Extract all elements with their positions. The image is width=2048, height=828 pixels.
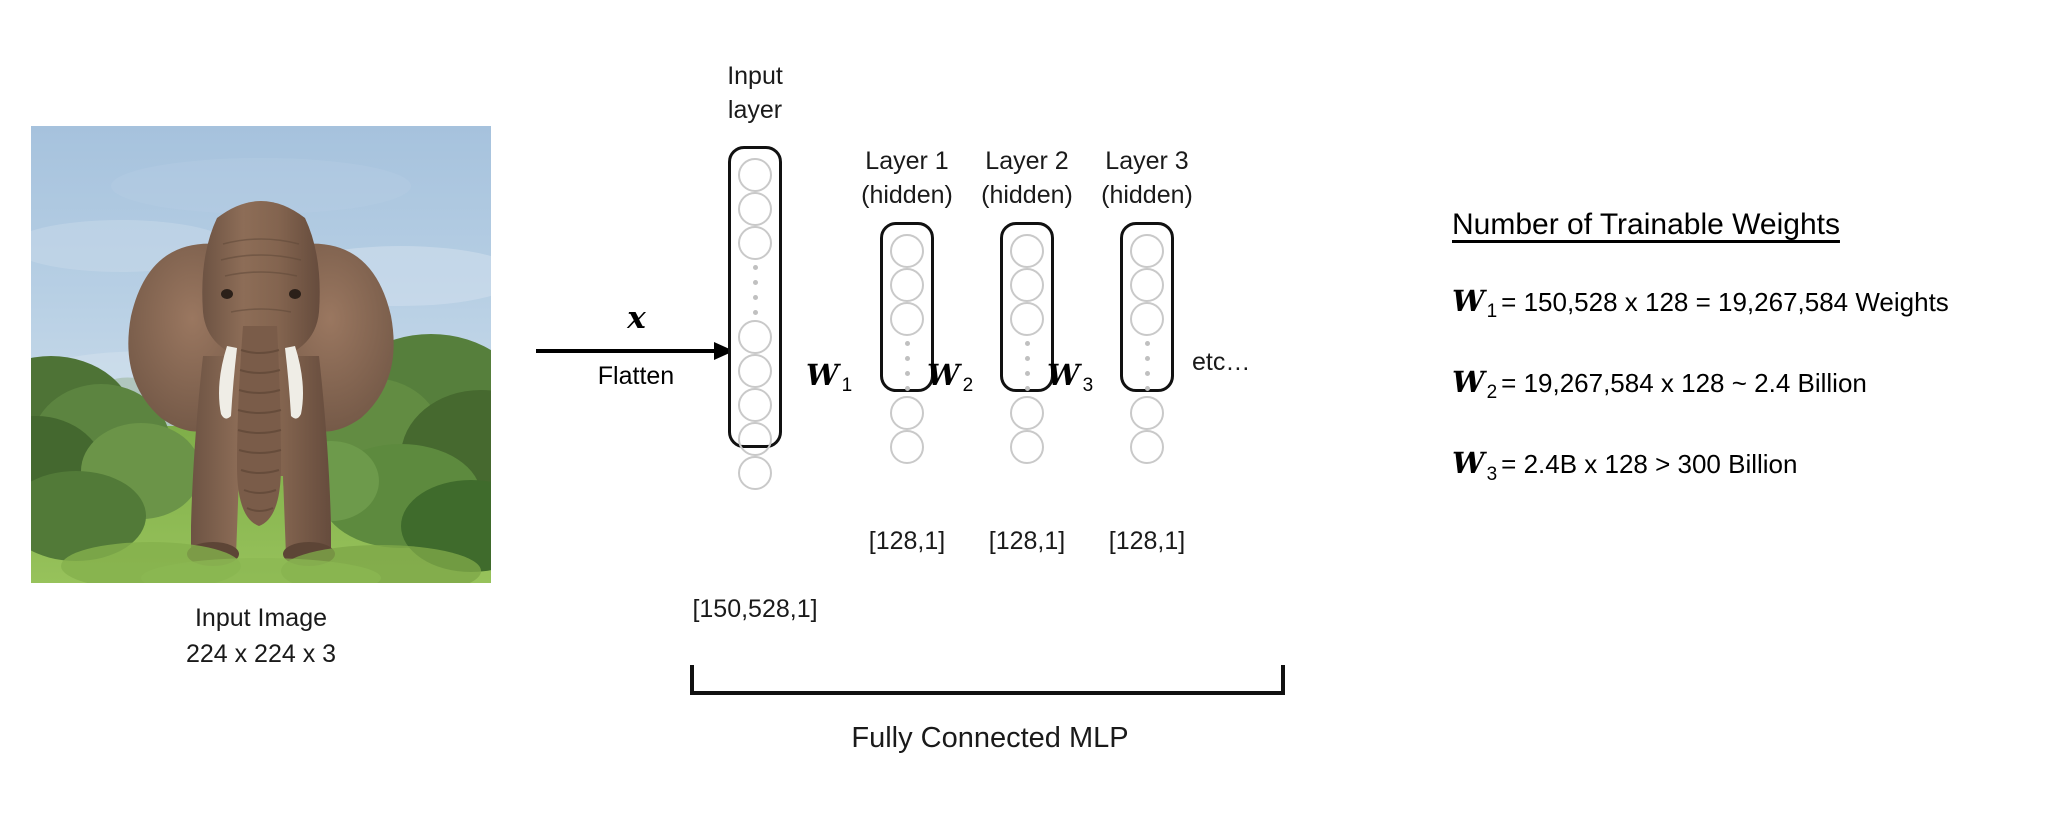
layer-title-hidden2: Layer 2 (hidden) (967, 145, 1087, 213)
neuron-node (890, 268, 924, 302)
weights-line-3-symbol: W (1452, 446, 1485, 481)
flatten-arrow-group: x Flatten (536, 300, 736, 410)
neuron-node (890, 396, 924, 430)
weights-line-1-subscript: 1 (1486, 301, 1498, 323)
neuron-node (738, 320, 772, 354)
layer-title-input-line1: Input (727, 62, 783, 90)
vertical-ellipsis-icon (1144, 336, 1150, 396)
etc-label: etc… (1192, 348, 1251, 376)
vertical-ellipsis-icon (752, 260, 758, 320)
neuron-node (738, 354, 772, 388)
dimension-label-input: [150,528,1] (692, 595, 818, 623)
weights-line-3-subscript: 3 (1486, 463, 1498, 485)
weight-symbol-w1: W (806, 358, 839, 392)
weights-panel-title: Number of Trainable Weights (1452, 208, 1840, 241)
layer-title-hidden3-line2: (hidden) (1101, 180, 1193, 209)
dimension-label-hidden3: [128,1] (1108, 527, 1186, 555)
weight-symbol-w2: W (927, 358, 960, 392)
vertical-ellipsis-icon (1024, 336, 1030, 396)
weights-line-1-symbol: W (1452, 284, 1485, 318)
neuron-node (738, 192, 772, 226)
neuron-node (890, 302, 924, 336)
weight-subscript-w3: 3 (1082, 375, 1094, 397)
mlp-caption: Fully Connected MLP (851, 722, 1129, 754)
layer-column-hidden1 (880, 222, 934, 464)
weight-subscript-w2: 2 (962, 375, 974, 397)
neuron-node (1130, 396, 1164, 430)
weights-line-2-subscript: 2 (1486, 382, 1498, 404)
neuron-node (1010, 396, 1044, 430)
input-image-caption-line1: Input Image (194, 604, 328, 632)
layer-column-hidden2 (1000, 222, 1054, 464)
weights-line-2-symbol: W (1452, 365, 1485, 400)
neuron-node (1010, 268, 1044, 302)
weight-symbol-w3: W (1047, 358, 1080, 392)
vertical-ellipsis-icon (904, 336, 910, 396)
layer-title-hidden1-line1: Layer 1 (865, 147, 949, 175)
elephant-photo-illustration (31, 126, 491, 583)
layer-title-hidden2-line2: (hidden) (981, 180, 1073, 209)
mlp-bracket (690, 665, 1285, 695)
layer-title-hidden1-line2: (hidden) (861, 180, 953, 209)
weights-line-1-expression: = 150,528 x 128 = 19,267,584 Weights (1501, 287, 1949, 317)
neuron-node (1130, 234, 1164, 268)
neuron-node (738, 456, 772, 490)
neuron-node (738, 422, 772, 456)
neuron-node (890, 234, 924, 268)
dimension-label-hidden2: [128,1] (988, 527, 1066, 555)
layer-title-hidden3-line1: Layer 3 (1105, 147, 1189, 175)
dimension-label-hidden1: [128,1] (868, 527, 946, 555)
weights-line-2-expression: = 19,267,584 x 128 ~ 2.4 Billion (1501, 368, 1867, 399)
neuron-node (890, 430, 924, 464)
layer-title-hidden3: Layer 3 (hidden) (1087, 145, 1207, 213)
layer-title-input: Input layer (700, 60, 810, 128)
neuron-node (738, 226, 772, 260)
neuron-node (738, 388, 772, 422)
layer-title-hidden1: Layer 1 (hidden) (847, 145, 967, 213)
input-image-photo (31, 126, 491, 583)
input-image-caption-line2: 224 x 224 x 3 (185, 640, 337, 669)
flatten-label: Flatten (597, 362, 675, 390)
neuron-node (1130, 430, 1164, 464)
layer-column-hidden3 (1120, 222, 1174, 464)
layer-column-input (728, 146, 782, 490)
arrow-line (536, 349, 718, 353)
flatten-x-symbol: x (627, 300, 645, 336)
neuron-node (1010, 430, 1044, 464)
neuron-node (1010, 234, 1044, 268)
layer-title-input-line2: layer (727, 95, 783, 124)
weights-line-3-expression: = 2.4B x 128 > 300 Billion (1501, 449, 1798, 480)
neuron-node (1130, 268, 1164, 302)
layer-title-hidden2-line1: Layer 2 (985, 147, 1069, 175)
weight-subscript-w1: 1 (841, 375, 853, 397)
input-image-caption: Input Image 224 x 224 x 3 (31, 600, 491, 673)
neuron-node (1130, 302, 1164, 336)
neuron-node (1010, 302, 1044, 336)
neuron-node (738, 158, 772, 192)
